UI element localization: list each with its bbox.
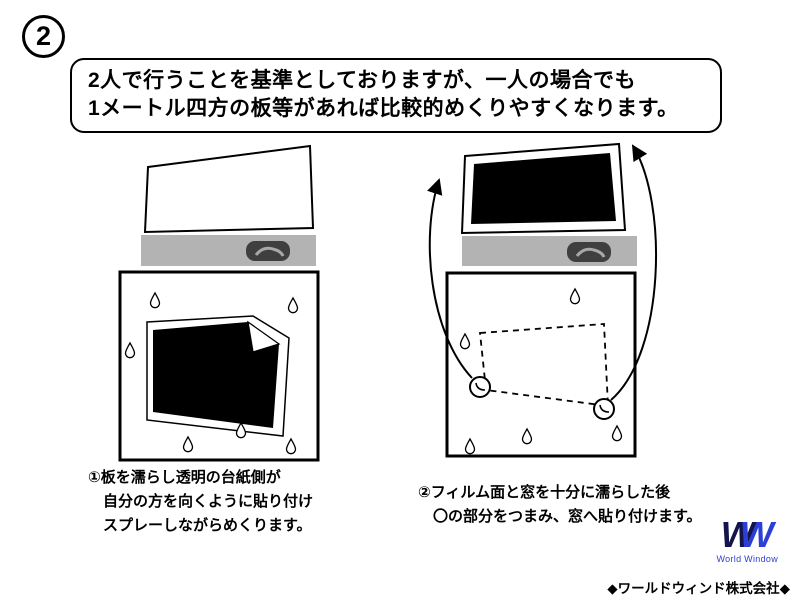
world-window-logo: WW World Window bbox=[716, 517, 778, 565]
black-film bbox=[471, 153, 616, 224]
water-droplet bbox=[235, 421, 247, 439]
water-droplet bbox=[459, 332, 471, 350]
right-illustration bbox=[427, 142, 657, 458]
caption-line: ①板を濡らし透明の台紙側が bbox=[88, 469, 281, 486]
step-number: 2 bbox=[35, 21, 52, 51]
water-droplet bbox=[287, 296, 299, 314]
logo-caption: World Window bbox=[716, 554, 778, 564]
water-droplets bbox=[124, 291, 299, 455]
logo-letter-1: W bbox=[720, 514, 755, 555]
note-line-2: 1メートル四方の板等があれば比較的めくりやすくなります。 bbox=[88, 97, 679, 121]
film-fold-corner bbox=[247, 320, 281, 353]
step-number-badge: 2 bbox=[22, 15, 65, 58]
logo-letters: WW bbox=[717, 517, 778, 553]
caption-line: 〇の部分をつまみ、窓へ貼り付けます。 bbox=[433, 508, 702, 525]
water-droplet bbox=[149, 291, 161, 309]
water-droplet bbox=[521, 427, 533, 445]
water-droplet bbox=[611, 424, 623, 442]
logo-letter-2: W bbox=[739, 514, 774, 555]
grip-circle-left bbox=[469, 376, 491, 398]
caption-line: スプレーしながらめくります。 bbox=[103, 517, 312, 534]
curved-arrow-left bbox=[427, 178, 473, 379]
water-droplet bbox=[285, 437, 297, 455]
peeled-film bbox=[153, 322, 279, 428]
caption-line: 自分の方を向くように貼り付け bbox=[103, 493, 314, 510]
note-line-1: 2人で行うことを基準としておりますが、一人の場合でも bbox=[88, 69, 636, 92]
water-droplet bbox=[182, 435, 194, 453]
water-droplets bbox=[459, 287, 623, 455]
company-name: ◆ワールドウィンド株式会社◆ bbox=[607, 581, 790, 596]
instruction-note: 2人で行うことを基準としておりますが、一人の場合でも 1メートル四方の板等があれ… bbox=[70, 58, 722, 133]
spray-bottle-icon bbox=[567, 242, 611, 262]
grip-circle-right bbox=[593, 398, 615, 420]
left-illustration bbox=[118, 144, 320, 462]
right-step-caption: ②フィルム面と窓を十分に濡らした後 〇の部分をつまみ、窓へ貼り付けます。 bbox=[418, 481, 702, 529]
dashed-film-outline bbox=[479, 323, 609, 408]
water-droplet bbox=[464, 437, 476, 455]
water-droplet bbox=[124, 341, 136, 359]
curved-arrow-right bbox=[610, 144, 657, 401]
board bbox=[445, 271, 637, 458]
water-droplet bbox=[569, 287, 581, 305]
spray-bottle-icon bbox=[246, 241, 290, 261]
left-step-caption: ①板を濡らし透明の台紙側が 自分の方を向くように貼り付け スプレーしながらめくり… bbox=[88, 466, 313, 538]
clear-film-sheet bbox=[143, 144, 315, 234]
caption-line: ②フィルム面と窓を十分に濡らした後 bbox=[418, 484, 671, 501]
